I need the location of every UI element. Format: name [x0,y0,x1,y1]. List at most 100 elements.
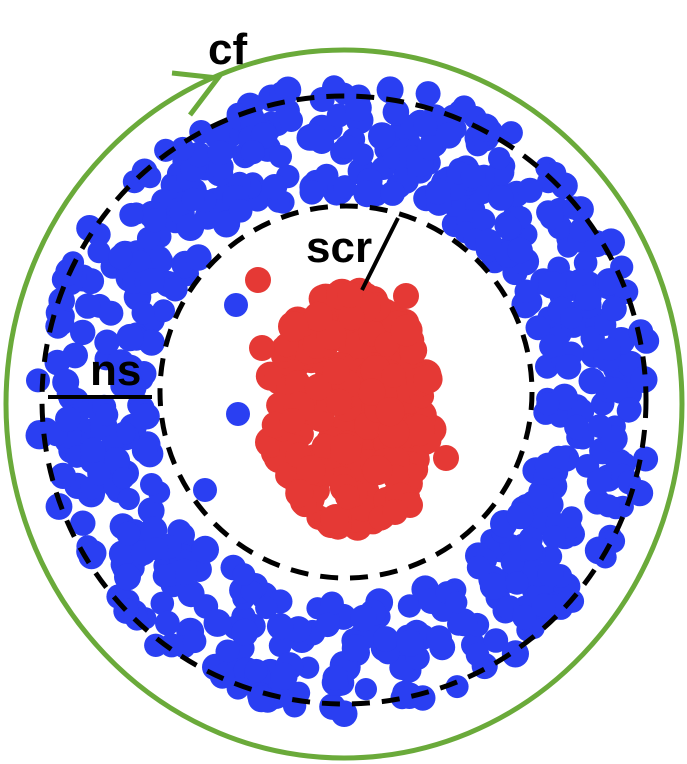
outer-particle [87,240,111,264]
outer-particle [562,196,586,220]
inner-particle [433,445,459,471]
outer-particle [240,580,263,603]
inner-particle [403,414,436,447]
inner-particle [285,479,314,508]
inner-particle [381,363,406,388]
outer-particle [80,437,106,463]
outer-particle [573,250,598,275]
label-scr: scr [306,223,372,272]
outer-particle [70,510,96,536]
inner-particle [325,388,353,416]
outer-circle-cf [3,47,685,761]
outer-particle [452,95,476,119]
outer-particle [255,596,278,620]
outer-particle [417,135,443,161]
outer-particle [185,244,212,271]
outer-particle [150,591,175,616]
outer-particle [587,414,612,439]
inner-particle [357,378,386,406]
inner-particle [335,484,360,510]
inner-particle [338,304,365,331]
outer-particle [232,563,256,586]
outer-particle [539,334,563,359]
outer-dashed-boundary [39,93,649,707]
label-cf: cf [208,25,247,74]
outer-particle [547,445,570,469]
outer-particle [176,213,205,241]
outer-particle [240,140,265,165]
outer-particle [531,593,556,618]
inner-particle [337,282,363,308]
outer-particle [472,208,496,232]
outer-particle [506,502,534,530]
outer-particle [525,315,551,341]
outer-particle [397,594,422,618]
outer-particle [274,76,302,104]
inner-particle-cluster [245,267,459,541]
outer-particle [520,537,544,561]
outer-particle [368,122,396,150]
outer-particle [354,678,377,701]
outer-particle [119,202,144,227]
outer-particle [380,180,406,206]
outer-particle [270,662,298,690]
outer-particle [445,591,468,614]
outer-particle [191,535,219,564]
inner-particle [375,397,405,427]
outer-particle [145,537,169,561]
outer-particle [55,406,81,433]
outer-particle [228,199,253,223]
outer-particle [266,613,294,640]
outer-particle [626,479,654,507]
outer-particle [601,296,627,322]
inner-particle [322,357,350,385]
outer-particle [537,560,564,588]
outer-particle [299,180,325,205]
inner-particle [249,335,275,361]
label-ns: ns [90,346,141,395]
outer-particle [76,215,103,242]
outer-particle [142,208,167,233]
outer-particle [182,629,207,654]
inner-particle [284,370,311,396]
outer-particle [382,146,406,170]
inner-particle [278,311,309,342]
inner-particle [390,314,423,347]
outer-particle [396,629,424,657]
outer-particle [322,75,346,100]
inner-particle [330,433,362,465]
inner-particle [382,499,408,525]
outer-particle [170,558,198,585]
outer-particle [226,402,250,426]
outer-particle [128,250,152,273]
inner-particle [304,373,332,401]
outer-particle [261,174,288,200]
outer-particle [578,367,606,395]
outer-particle [309,129,335,154]
inner-particle [413,364,443,394]
inner-dashed-boundary [157,203,535,581]
outer-particle [341,634,370,663]
outer-particle [536,392,560,416]
outer-particle [517,177,543,203]
outer-particle [475,228,502,256]
inner-particle [362,455,393,486]
outer-particle [162,276,188,302]
outer-particle [445,675,469,699]
outer-particle [78,542,105,570]
outer-particle [193,478,217,502]
outer-particle [460,163,486,189]
inner-particle [303,301,333,332]
outer-particle [598,273,621,296]
outer-particle [596,494,621,518]
outer-particle [575,284,602,311]
outer-particle [112,467,135,490]
outer-particle [116,323,144,352]
outer-particle [315,612,340,638]
outer-particle [203,609,232,637]
outer-particle [116,521,141,546]
outer-particle [488,185,514,211]
outer-particle [499,121,523,145]
outer-particle [114,563,141,591]
outer-particle [505,571,529,595]
